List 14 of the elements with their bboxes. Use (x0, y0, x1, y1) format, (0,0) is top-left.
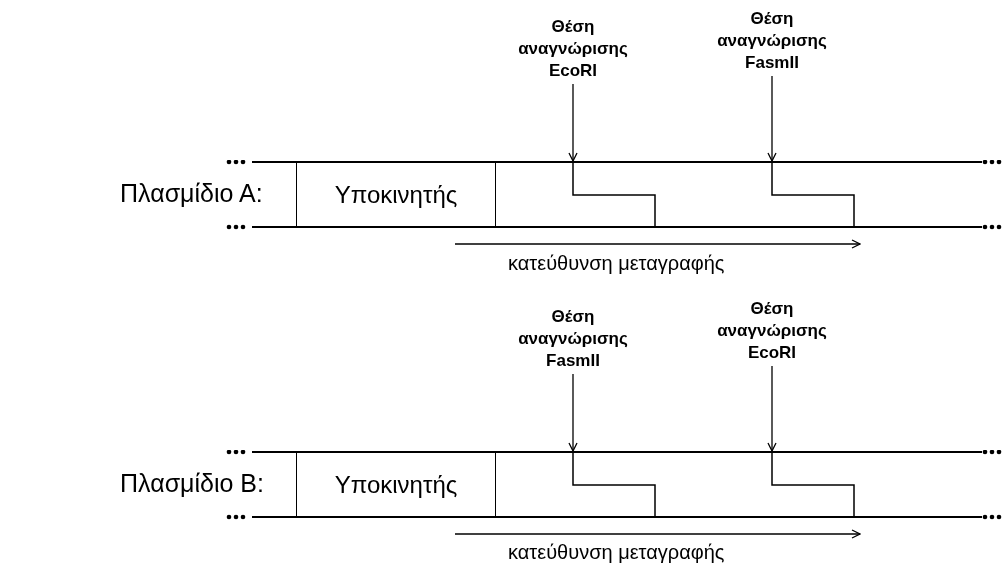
site-label: Θέση αναγνώρισης FasmII (697, 8, 847, 74)
plasmid-label: Πλασμίδιο Β: (120, 469, 264, 498)
plasmid-label: Πλασμίδιο Α: (120, 179, 263, 208)
promoter-region: Υποκινητής (296, 452, 496, 517)
promoter-region: Υποκινητής (296, 162, 496, 227)
pointer-arrow (568, 373, 578, 452)
pointer-arrow (767, 75, 777, 162)
site-label: Θέση αναγνώρισης EcoRI (498, 16, 648, 82)
pointer-arrow (568, 83, 578, 162)
site-label: Θέση αναγνώρισης EcoRI (697, 298, 847, 364)
direction-label: κατεύθυνση μεταγραφής (508, 541, 725, 564)
pointer-arrow (767, 365, 777, 452)
site-label: Θέση αναγνώρισης FasmII (498, 306, 648, 372)
direction-label: κατεύθυνση μεταγραφής (508, 252, 725, 275)
